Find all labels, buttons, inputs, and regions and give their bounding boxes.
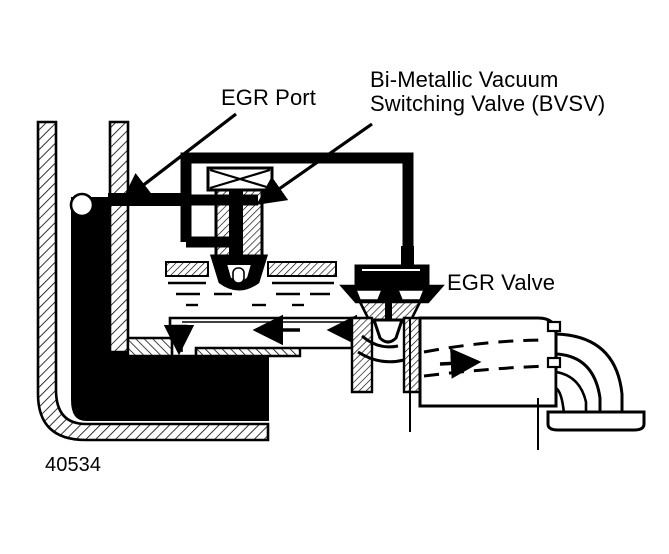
- bi-metallic-vacuum-switching-valve: [206, 166, 274, 291]
- exhaust-lug-upper: [546, 320, 562, 333]
- coolant-level-lines: [168, 281, 334, 307]
- exhaust-flange: [546, 410, 646, 432]
- leader-egr-port: [121, 112, 237, 202]
- manifold-outer-wall: [36, 120, 270, 442]
- coolant-deck-right: [267, 261, 337, 277]
- label-bvsv: Bi-Metallic Vacuum Switching Valve (BVSV…: [370, 68, 605, 116]
- leader-bvsv: [256, 122, 373, 205]
- egr-flow-arrows: [163, 314, 358, 356]
- exhaust-lug-lower: [546, 356, 562, 369]
- egr-valve-assembly: [339, 246, 445, 394]
- exhaust-runner-body: [418, 316, 558, 408]
- label-bvsv-line1: Bi-Metallic Vacuum: [370, 67, 559, 92]
- figure-number: 40534: [45, 454, 102, 476]
- egr-valve-flange-windows: [354, 289, 426, 301]
- cylinder-centerlines: [409, 318, 539, 450]
- exhaust-flow-dashed: [423, 338, 549, 378]
- egr-valve-vacuum-nipple: [401, 246, 414, 266]
- vacuum-hose-bvsv-to-valve: [180, 152, 414, 270]
- leader-lines: [121, 112, 373, 205]
- coolant-passage: [165, 261, 337, 307]
- exhaust-manifold-runner: [409, 316, 646, 450]
- bvsv-bimetal-element: [232, 267, 245, 284]
- exhaust-flow-arrow: [439, 348, 482, 379]
- egr-valve-stem: [385, 294, 392, 328]
- port-boss: [69, 192, 95, 218]
- label-bvsv-line2: Switching Valve (BVSV): [370, 90, 606, 116]
- coolant-deck-left: [165, 261, 209, 277]
- label-egr-valve: EGR Valve: [447, 270, 556, 295]
- egr-poppet-valve: [371, 318, 405, 344]
- manifold-inner-wall: [108, 120, 130, 354]
- label-egr-port: EGR Port: [221, 85, 316, 110]
- egr-valve-gas-lines: [357, 334, 405, 364]
